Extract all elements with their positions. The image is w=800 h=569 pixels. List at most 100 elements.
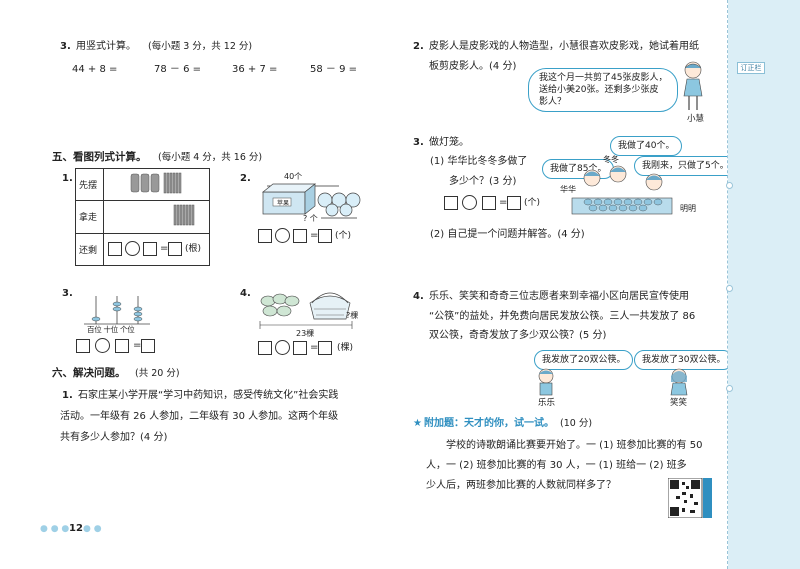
r-q2-number: 2. [413,41,424,52]
row-label-taken: 拿走 [75,200,104,234]
answer-box[interactable] [76,339,90,353]
equals-sign: = [160,243,169,254]
unit-label: (棵) [337,343,354,353]
name-huahua: 华华 [560,185,576,194]
sticks-taken [103,200,210,234]
answer-box[interactable] [444,196,458,210]
name-xiaohui: 小慧 [687,114,705,124]
section5-score: (每小题 4 分，共 16 分) [158,152,263,163]
q3-item-1: 44 + 8 = [72,64,118,75]
s5-p4-number: 4. [240,288,251,299]
s5-p1-number: 1. [62,173,73,184]
answer-box[interactable] [293,341,307,355]
r-q2-line-2: 板剪皮影人。(4 分) [429,61,517,72]
section6-score: (共 20 分) [135,368,180,379]
unit-label: (根) [185,244,202,254]
unit-label: (个) [524,198,541,208]
answer-box[interactable] [141,339,155,353]
answer-box[interactable] [108,242,122,256]
answer-box[interactable] [482,196,496,210]
abacus-labels: 百位 十位 个位 [87,325,135,334]
correction-tab: 订正栏 [737,62,765,74]
s5-p3-number: 3. [62,288,73,299]
q3-title: 用竖式计算。 [76,41,136,52]
answer-box[interactable] [258,341,272,355]
answer-box[interactable] [143,242,157,256]
q3-number: 3. [60,41,71,52]
answer-box[interactable] [293,229,307,243]
sidebar-divider [727,0,728,569]
operator-circle[interactable] [275,228,290,243]
operator-circle[interactable] [462,195,477,210]
equals-sign: = [310,342,319,353]
boy-lele-figure [538,368,554,396]
equals-sign: = [133,340,142,351]
apple-box-illustration [262,183,361,219]
bonus-line-3: 少人后，两班参加比赛的人数就同样多了？ [426,480,616,491]
sticks-first [103,167,210,202]
section6-title: 六、解决问题。 [52,367,126,379]
r-q4-number: 4. [413,291,424,302]
bonus-score: (10 分) [560,418,593,429]
name-lele: 乐乐 [538,398,556,408]
apple-box-label: 苹果 [277,200,290,207]
answer-box[interactable] [318,229,332,243]
bonus-line-1: 学校的诗歌朗诵比赛要开始了。一 (1) 班参加比赛的有 50 [446,440,703,451]
r-q3-sub2: (2) 自己提一个问题并解答。(4 分) [430,229,585,240]
equals-sign: = [310,230,319,241]
answer-box[interactable] [115,339,129,353]
r-q2-line-1: 皮影人是皮影戏的人物造型，小慧很喜欢皮影戏，她试着用纸 [429,41,699,52]
r-q4-line-1: 乐乐、笑笑和奇奇三位志愿者来到幸福小区向居民宣传使用 [429,291,689,302]
name-mingming: 明明 [680,204,696,213]
page-number-dots-right: ● ● [83,524,102,534]
binding-hole-icon [726,285,733,292]
page-number: 12 [69,523,83,534]
s6-q1-line-2: 活动。一年级有 26 人参加，二年级有 30 人参加。这两个年级 [60,411,339,422]
r-q4-line-2: “公筷”的益处，并免费向居民发放公筷。三人一共发放了 86 [429,311,696,322]
qr-code-icon[interactable] [668,478,712,518]
operator-circle[interactable] [125,241,140,256]
binding-hole-icon [726,182,733,189]
r-q3-sub1-line-1: (1) 华华比冬冬多做了 [430,156,528,167]
speech-bubble: 我这个月一共剪了45张皮影人， 送给小美20张。还剩多少张皮 影人？ [528,68,679,112]
answer-box[interactable] [168,242,182,256]
girl-xiaohui-figure [683,61,703,110]
speech-bubble-xiaoxiao: 我发放了30双公筷。 [634,350,734,370]
kids-making-lanterns-illustration [571,165,673,215]
answer-box[interactable] [507,196,521,210]
operator-circle[interactable] [275,340,290,355]
q3-item-3: 36 + 7 = [232,64,278,75]
s5-p4-question-label: ?棵 [346,311,359,320]
bonus-line-2: 人，一 (2) 班参加比赛的有 30 人，一 (1) 班给一 (2) 班多 [426,460,687,471]
s5-p4-total-label: 23棵 [296,329,315,338]
name-dongdong: 冬冬 [603,155,619,164]
unit-label: (个) [335,231,352,241]
s5-p2-question-label: ? 个 [303,214,318,223]
s5-p2-number: 2. [240,173,251,184]
r-q4-line-3: 双公筷，奇奇发放了多少双公筷？(5 分) [429,330,607,341]
correction-sidebar [728,0,800,569]
binding-hole-icon [726,385,733,392]
q3-item-4: 58 － 9 = [310,64,358,75]
name-xiaoxiao: 笑笑 [670,398,688,408]
page-number-dots-left: ● ● ● [40,524,70,534]
bonus-star-icon: ★ [413,418,422,429]
s6-q1-line-3: 共有多少人参加？(4 分) [60,432,168,443]
answer-box[interactable] [258,229,272,243]
equals-sign: = [499,197,508,208]
operator-circle[interactable] [95,338,110,353]
row-label-first: 先摆 [75,167,104,202]
cabbage-basket-illustration [259,292,353,329]
s6-q1-number: 1. [62,390,73,401]
abacus-illustration [84,296,150,325]
r-q3-number: 3. [413,137,424,148]
q3-item-2: 78 － 6 = [154,64,202,75]
s5-p2-top-label: 40个 [284,172,303,181]
answer-box[interactable] [318,341,332,355]
bonus-title: 附加题：天才的你，试一试。 [424,418,554,429]
s6-q1-line-1: 石家庄某小学开展“学习中药知识，感受传统文化”社会实践 [78,390,339,401]
speech-bubble-dongdong: 我做了40个。 [610,136,683,156]
r-q3-sub1-line-2: 多少个？(3 分) [449,176,517,187]
section5-title: 五、看图列式计算。 [52,151,147,163]
r-q3-title: 做灯笼。 [429,137,469,148]
